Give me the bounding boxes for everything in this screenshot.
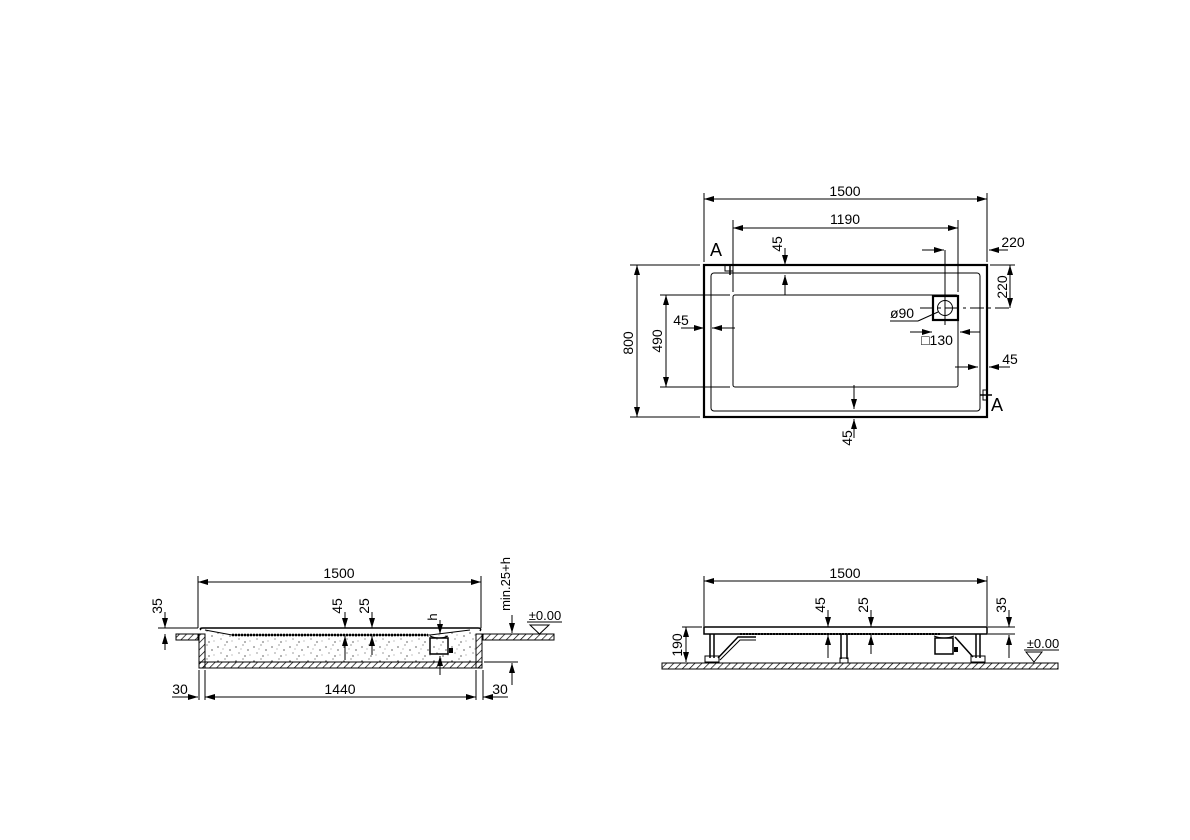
raised-height: 190 (669, 633, 685, 657)
basin-outline (732, 294, 959, 388)
raised-overall-length: 1500 (829, 565, 860, 581)
recessed-right-gap: 30 (492, 681, 508, 697)
raised-floor-level: ±0.00 (1027, 636, 1059, 651)
plan-rim-right: 45 (1002, 351, 1018, 367)
section-mark-a-bottom: A (991, 395, 1003, 415)
recessed-floor-level: ±0.00 (529, 608, 561, 623)
raised-depth-45: 45 (812, 597, 828, 613)
plan-rim-bottom: 45 (839, 430, 855, 446)
plan-drain-square: □130 (921, 332, 953, 348)
plan-view: 1500 1190 800 490 45 45 45 45 (620, 183, 1025, 446)
plan-inner-width: 490 (649, 329, 665, 353)
recessed-depth-25: 25 (356, 598, 372, 614)
recessed-depth-45: 45 (329, 598, 345, 614)
raised-section-view: 1500 190 45 25 35 ±0.00 (661, 565, 1059, 670)
plan-overall-length: 1500 (829, 183, 860, 199)
plan-drain-diameter: ø90 (890, 305, 914, 321)
plan-drain-offset-y: 220 (994, 275, 1010, 299)
tray-outline (702, 263, 989, 419)
plan-inner-length: 1190 (830, 211, 860, 227)
raised-depth-25: 25 (855, 597, 871, 613)
recessed-min-depth: min.25+h (498, 557, 513, 611)
plan-rim-left: 45 (673, 312, 689, 328)
raised-rim-height: 35 (993, 597, 1009, 613)
plan-overall-width: 800 (620, 331, 636, 355)
recessed-section-view: 1500 1440 30 30 35 45 25 h (149, 557, 562, 700)
plan-drain-offset-x: 220 (1001, 234, 1025, 250)
recessed-overall-length: 1500 (323, 565, 354, 581)
plan-rim-top: 45 (769, 236, 785, 252)
section-mark-a-top: A (710, 240, 722, 260)
recessed-left-gap: 30 (172, 681, 188, 697)
recessed-drain-h: h (425, 613, 440, 620)
recessed-inner-length: 1440 (324, 681, 355, 697)
recessed-rim-height: 35 (149, 598, 165, 614)
rim-inner-outline (710, 272, 981, 412)
